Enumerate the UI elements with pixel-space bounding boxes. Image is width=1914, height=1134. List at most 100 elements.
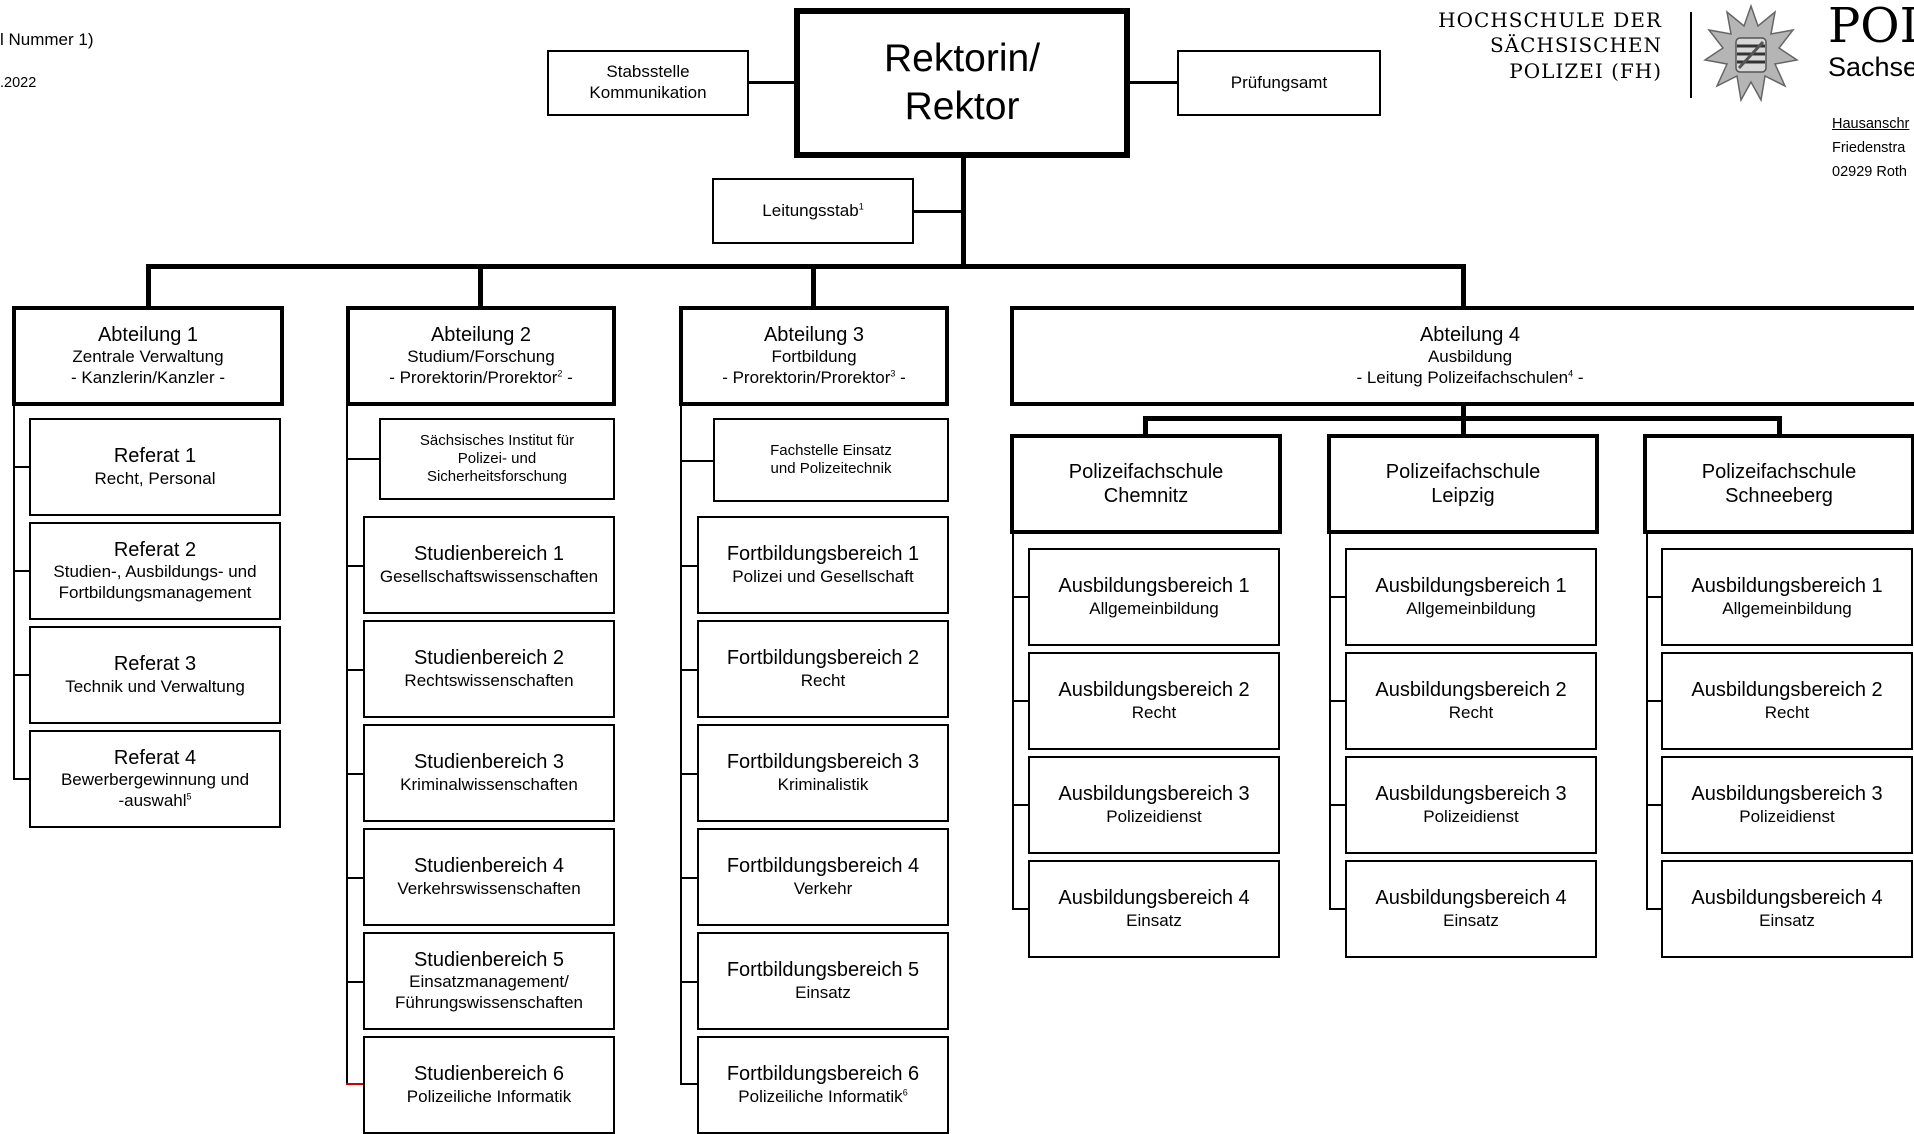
studienbereich-4-box: Studienbereich 4 Verkehrswissenschaften: [363, 828, 615, 926]
school-schneeberg-box: Polizeifachschule Schneeberg: [1643, 434, 1914, 534]
fachstelle-line-1: Fachstelle Einsatz: [770, 441, 892, 459]
abteilung-4-subtitle: Ausbildung: [1427, 347, 1513, 367]
referat-1-text: Recht, Personal: [94, 468, 216, 488]
connector-ch-ab1: [1012, 596, 1029, 598]
chemnitz-ausbildungsbereich-2-box: Ausbildungsbereich 2 Recht: [1028, 652, 1280, 750]
abteilung-3-lead: - Prorektorin/Prorektor3 -: [722, 368, 906, 388]
chemnitz-ausbildungsbereich-4-box: Ausbildungsbereich 4 Einsatz: [1028, 860, 1280, 958]
fortbildungsbereich-3-title: Fortbildungsbereich 3: [726, 751, 920, 774]
leitungsstab-label: Leitungsstab1: [762, 200, 864, 220]
rektor-box: Rektorin/ Rektor: [794, 8, 1130, 158]
connector-sb1: [346, 565, 364, 567]
school-chemnitz-box: Polizeifachschule Chemnitz: [1010, 434, 1282, 534]
fortbildungsbereich-5-title: Fortbildungsbereich 5: [726, 959, 920, 982]
abteilung-1-title: Abteilung 1: [97, 324, 199, 347]
leipzig-ausbildungsbereich-1-box: Ausbildungsbereich 1 Allgemeinbildung: [1345, 548, 1597, 646]
chemnitz-ab3-title: Ausbildungsbereich 3: [1058, 783, 1250, 806]
connector-abt3: [811, 264, 816, 308]
chemnitz-ab4-text: Einsatz: [1126, 910, 1182, 930]
leipzig-ab2-text: Recht: [1448, 702, 1494, 722]
leitungsstab-box: Leitungsstab1: [712, 178, 914, 244]
org-name-line-3: POLIZEI (FH): [1509, 58, 1662, 83]
abteilung-3-title: Abteilung 3: [763, 324, 865, 347]
connector-abt2-spine: [346, 404, 348, 1085]
schneeberg-ab1-text: Allgemeinbildung: [1722, 598, 1852, 618]
connector-le-ab1: [1329, 596, 1346, 598]
connector-institute: [346, 458, 380, 460]
abteilung-4-box: Abteilung 4 Ausbildung - Leitung Polizei…: [1010, 306, 1914, 406]
referat-4-box: Referat 4 Bewerbergewinnung und -auswahl…: [29, 730, 281, 828]
org-name: HOCHSCHULE DER SÄCHSISCHEN POLIZEI (FH): [1430, 8, 1662, 84]
referat-2-text-1: Studien-, Ausbildungs- und: [53, 562, 257, 582]
referat-2-box: Referat 2 Studien-, Ausbildungs- und For…: [29, 522, 281, 620]
connector-school-schneeberg: [1777, 416, 1782, 436]
leipzig-ab3-title: Ausbildungsbereich 3: [1375, 783, 1567, 806]
chemnitz-ab1-title: Ausbildungsbereich 1: [1058, 575, 1250, 598]
leipzig-ab3-text: Polizeidienst: [1423, 806, 1519, 826]
studienbereich-5-text-1: Einsatzmanagement/: [409, 972, 569, 992]
schneeberg-ab4-text: Einsatz: [1759, 910, 1815, 930]
chemnitz-ab4-title: Ausbildungsbereich 4: [1058, 887, 1250, 910]
connector-sb4: [346, 877, 364, 879]
schneeberg-ausbildungsbereich-2-box: Ausbildungsbereich 2 Recht: [1661, 652, 1913, 750]
connector-ref2: [13, 570, 30, 572]
studienbereich-1-box: Studienbereich 1 Gesellschaftswissenscha…: [363, 516, 615, 614]
studienbereich-4-title: Studienbereich 4: [413, 855, 565, 878]
address-city: 02929 Roth: [1832, 164, 1907, 180]
studienbereich-4-text: Verkehrswissenschaften: [397, 878, 581, 898]
institute-line-2: Polizei- und: [457, 449, 537, 467]
leipzig-ausbildungsbereich-2-box: Ausbildungsbereich 2 Recht: [1345, 652, 1597, 750]
connector-fb1: [680, 565, 698, 567]
schneeberg-ausbildungsbereich-1-box: Ausbildungsbereich 1 Allgemeinbildung: [1661, 548, 1913, 646]
connector-school-leipzig: [1461, 416, 1466, 436]
school-schneeberg-line-2: Schneeberg: [1725, 485, 1833, 507]
connector-fb4: [680, 877, 698, 879]
studienbereich-1-text: Gesellschaftswissenschaften: [379, 566, 599, 586]
connector-fb5: [680, 981, 698, 983]
leipzig-ab4-title: Ausbildungsbereich 4: [1375, 887, 1567, 910]
fortbildungsbereich-2-box: Fortbildungsbereich 2 Recht: [697, 620, 949, 718]
connector-school-chemnitz: [1143, 416, 1148, 436]
school-chemnitz-line-2: Chemnitz: [1103, 485, 1189, 507]
abteilung-4-lead: - Leitung Polizeifachschulen4 -: [1356, 368, 1584, 388]
studienbereich-6-box: Studienbereich 6 Polizeiliche Informatik: [363, 1036, 615, 1134]
connector-le-ab2: [1329, 700, 1346, 702]
fortbildungsbereich-3-text: Kriminalistik: [777, 774, 869, 794]
fortbildungsbereich-1-box: Fortbildungsbereich 1 Polizei und Gesell…: [697, 516, 949, 614]
fortbildungsbereich-5-box: Fortbildungsbereich 5 Einsatz: [697, 932, 949, 1030]
fortbildungsbereich-4-title: Fortbildungsbereich 4: [726, 855, 920, 878]
institute-box: Sächsisches Institut für Polizei- und Si…: [379, 418, 615, 500]
chemnitz-ausbildungsbereich-3-box: Ausbildungsbereich 3 Polizeidienst: [1028, 756, 1280, 854]
connector-sn-ab3: [1646, 804, 1663, 806]
referat-2-title: Referat 2: [113, 539, 197, 562]
org-name-line-1: HOCHSCHULE DER: [1438, 8, 1662, 32]
schneeberg-ausbildungsbereich-4-box: Ausbildungsbereich 4 Einsatz: [1661, 860, 1913, 958]
connector-abt4: [1461, 264, 1466, 308]
referat-2-text-2: Fortbildungsmanagement: [58, 583, 252, 603]
connector-abt4-down: [1461, 404, 1466, 420]
connector-chemnitz-spine: [1012, 530, 1014, 910]
studienbereich-5-box: Studienbereich 5 Einsatzmanagement/ Führ…: [363, 932, 615, 1030]
connector-main-bar: [146, 264, 1466, 269]
referat-1-box: Referat 1 Recht, Personal: [29, 418, 281, 516]
connector-schneeberg-spine: [1646, 530, 1648, 910]
address-label: Hausanschr: [1832, 116, 1910, 132]
fortbildungsbereich-4-text: Verkehr: [793, 878, 853, 898]
fortbildungsbereich-2-title: Fortbildungsbereich 2: [726, 647, 920, 670]
connector-leitungsstab: [913, 210, 963, 213]
fortbildungsbereich-6-box: Fortbildungsbereich 6 Polizeiliche Infor…: [697, 1036, 949, 1134]
connector-ch-ab2: [1012, 700, 1029, 702]
chemnitz-ab3-text: Polizeidienst: [1106, 806, 1202, 826]
chemnitz-ab2-title: Ausbildungsbereich 2: [1058, 679, 1250, 702]
abteilung-2-title: Abteilung 2: [430, 324, 532, 347]
leipzig-ausbildungsbereich-4-box: Ausbildungsbereich 4 Einsatz: [1345, 860, 1597, 958]
connector-sb5: [346, 981, 364, 983]
chemnitz-ab2-text: Recht: [1131, 702, 1177, 722]
schneeberg-ab3-title: Ausbildungsbereich 3: [1691, 783, 1883, 806]
emblem-subtext: Sachse: [1828, 52, 1914, 82]
abteilung-1-subtitle: Zentrale Verwaltung: [72, 347, 224, 367]
studienbereich-3-text: Kriminalwissenschaften: [400, 774, 578, 794]
connector-fb6: [680, 1083, 698, 1085]
fortbildungsbereich-2-text: Recht: [800, 670, 846, 690]
schneeberg-ab3-text: Polizeidienst: [1739, 806, 1835, 826]
